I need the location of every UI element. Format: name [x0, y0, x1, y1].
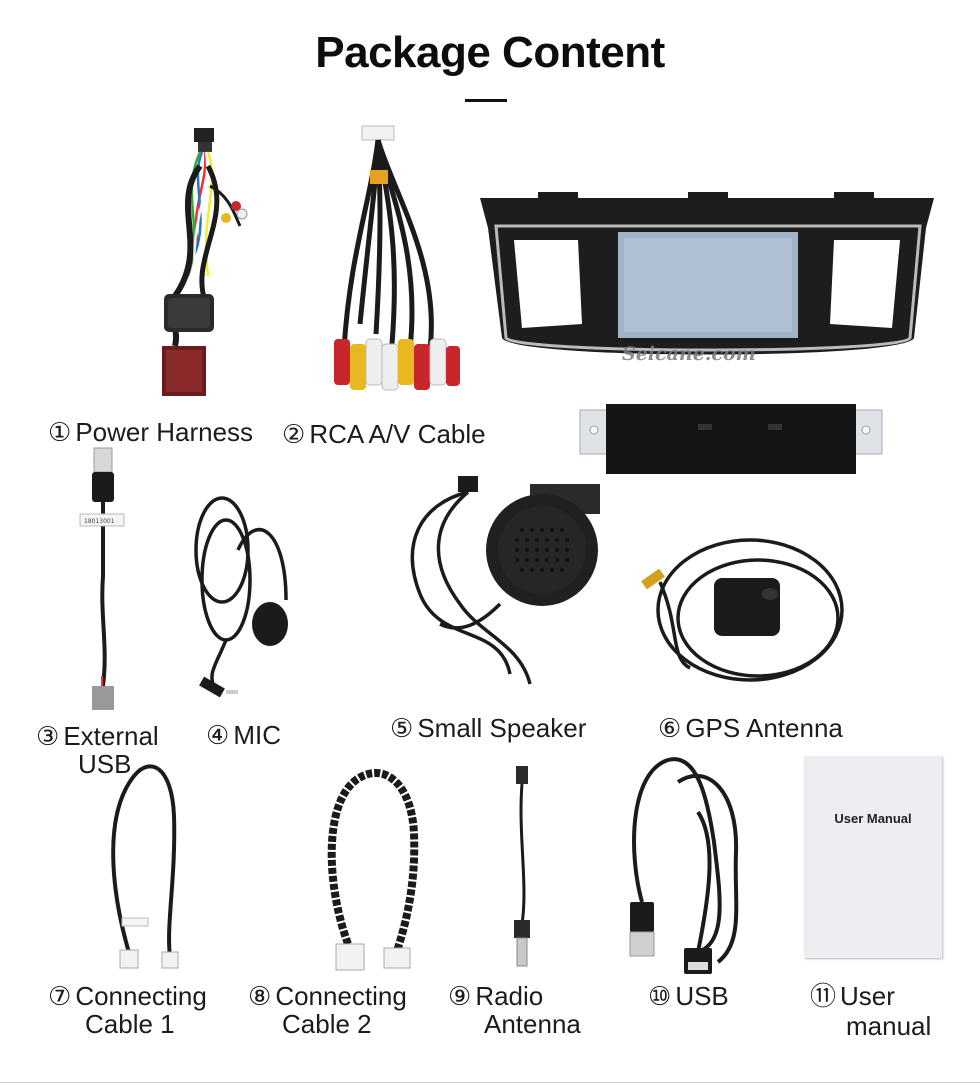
footer-divider	[0, 1082, 980, 1083]
head-unit-frame-image: Seicane.com	[480, 192, 934, 365]
connecting-cable-2-image	[327, 768, 419, 971]
manual-cover-title: User Manual	[834, 811, 912, 826]
rca-av-cable-image	[334, 125, 460, 391]
mounting-bracket-image	[579, 404, 883, 474]
user-manual-image: User Manual	[804, 756, 942, 958]
power-harness-image	[162, 128, 248, 396]
connecting-cable-1-image	[111, 764, 179, 969]
radio-antenna-image	[514, 766, 530, 967]
gps-antenna-image	[641, 538, 844, 682]
mic-image	[194, 496, 288, 698]
watermark: Seicane.com	[622, 343, 756, 365]
page-title: Package Content	[315, 28, 665, 77]
external-usb-image: 18013001	[79, 447, 125, 710]
usb-tag-text: 18013001	[84, 518, 115, 525]
usb-cable-image	[629, 757, 739, 974]
title-underline	[465, 99, 507, 102]
small-speaker-image	[410, 476, 600, 685]
